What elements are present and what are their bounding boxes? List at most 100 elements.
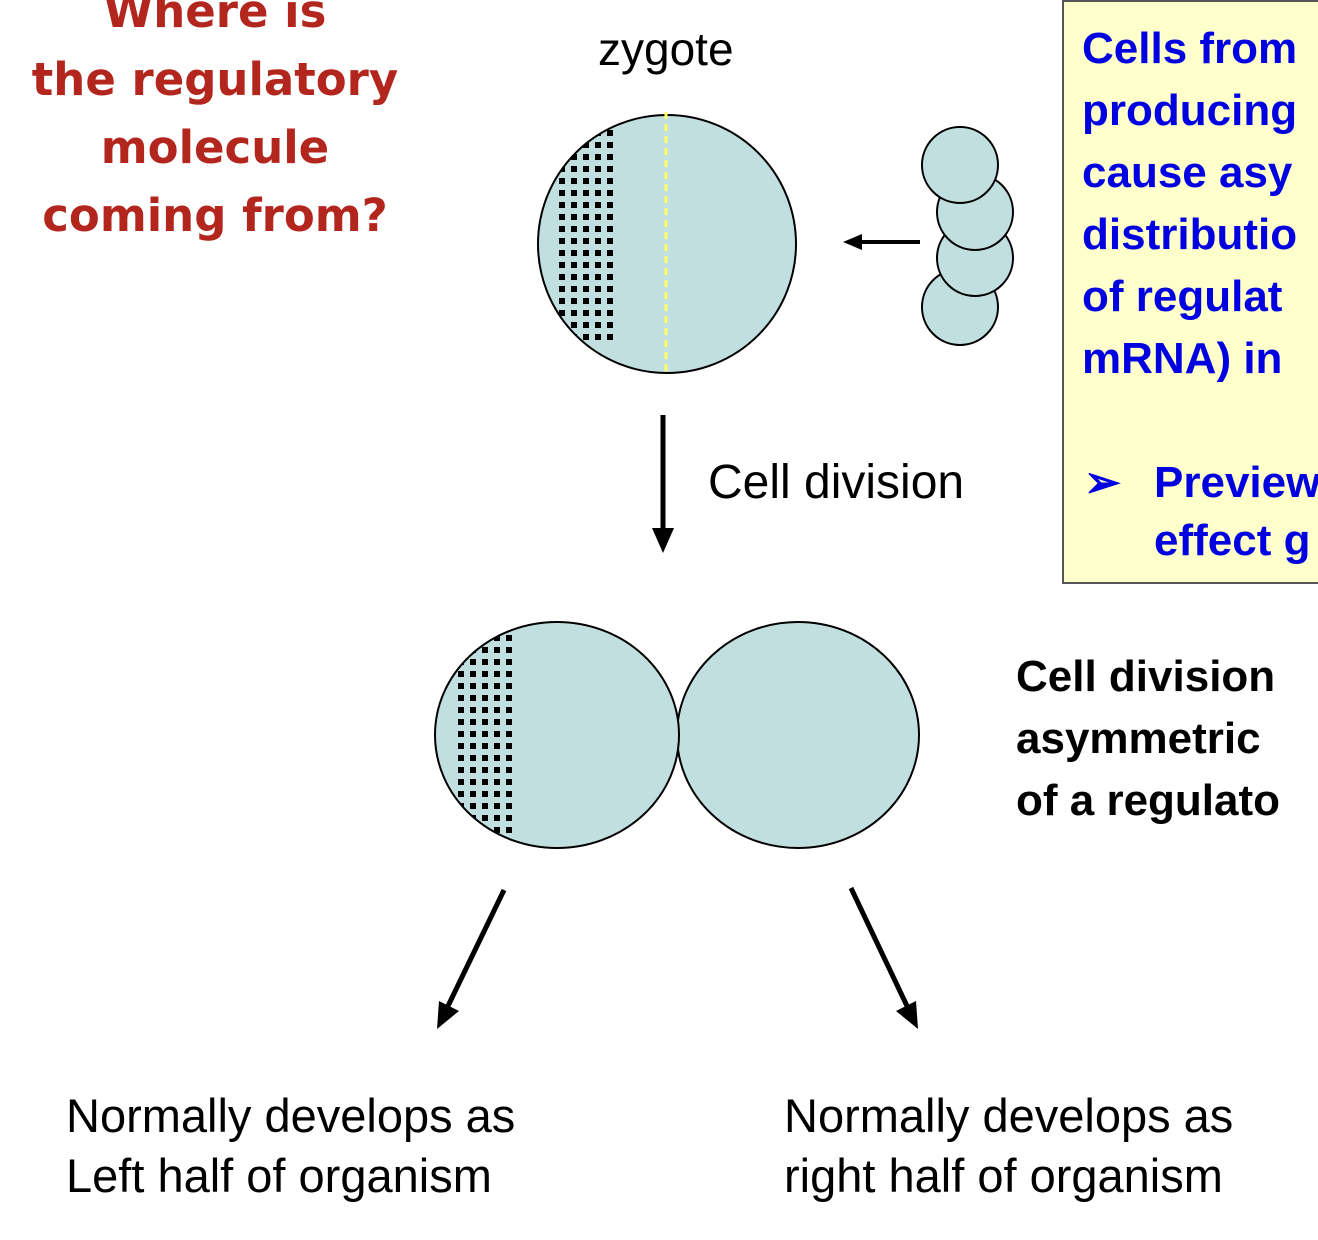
info-line-2: producing <box>1082 86 1298 135</box>
molecule-dot <box>571 154 577 160</box>
molecule-dot <box>583 238 589 244</box>
molecule-dot <box>607 142 613 148</box>
molecule-dot <box>607 238 613 244</box>
molecule-dot <box>506 707 512 713</box>
molecule-dot <box>506 635 512 641</box>
molecule-dot <box>595 202 601 208</box>
molecule-dot <box>494 647 500 653</box>
molecule-dot <box>571 250 577 256</box>
molecule-dot <box>559 226 565 232</box>
molecule-dot <box>583 178 589 184</box>
molecule-dot <box>583 142 589 148</box>
molecule-dot <box>595 262 601 268</box>
molecule-dot <box>458 791 464 797</box>
info-line-4: distributio <box>1082 210 1298 259</box>
molecule-dot <box>559 298 565 304</box>
molecule-dot <box>458 707 464 713</box>
molecule-dot <box>470 827 476 833</box>
molecule-dot <box>571 334 577 340</box>
molecule-dot <box>506 719 512 725</box>
maternal-cells-cluster <box>921 126 1014 346</box>
bullet-line-2: effect g <box>1154 516 1311 565</box>
bullet-line-1: Preview <box>1154 458 1318 507</box>
molecule-dot <box>607 190 613 196</box>
molecule-dot <box>559 334 565 340</box>
molecule-dot <box>559 238 565 244</box>
molecule-dot <box>571 298 577 304</box>
molecule-dot <box>506 815 512 821</box>
question-line-2: the regulatory <box>31 53 399 106</box>
right-outcome-arrow <box>848 886 918 1029</box>
molecule-dot <box>607 334 613 340</box>
molecule-dot <box>595 154 601 160</box>
molecule-dot <box>571 226 577 232</box>
molecule-dot <box>482 791 488 797</box>
question-line-3: molecule <box>100 121 330 174</box>
molecule-dot <box>607 214 613 220</box>
molecule-dot <box>494 755 500 761</box>
molecule-dot <box>494 707 500 713</box>
molecule-dot <box>583 250 589 256</box>
molecule-dot <box>494 731 500 737</box>
molecule-dot <box>571 130 577 136</box>
molecule-dot <box>559 310 565 316</box>
molecule-dot <box>583 334 589 340</box>
molecule-dot <box>506 683 512 689</box>
cell-division-arrow <box>652 415 674 553</box>
note-line-1: Cell division <box>1016 652 1276 701</box>
molecule-dot <box>506 671 512 677</box>
molecule-dot <box>506 767 512 773</box>
molecule-dot <box>470 683 476 689</box>
molecule-dot <box>482 731 488 737</box>
signal-arrow <box>843 234 920 250</box>
molecule-dot <box>595 142 601 148</box>
question-line-1: Where is <box>103 0 327 38</box>
molecule-dot <box>607 154 613 160</box>
molecule-dot <box>559 214 565 220</box>
molecule-dot <box>559 202 565 208</box>
molecule-dot <box>595 310 601 316</box>
molecule-dot <box>595 250 601 256</box>
right-daughter-cell <box>676 621 920 849</box>
molecule-dot <box>458 767 464 773</box>
molecule-dot <box>583 130 589 136</box>
cell-division-label: Cell division <box>708 456 965 509</box>
molecule-dot <box>470 743 476 749</box>
molecule-dot <box>482 767 488 773</box>
info-line-6: mRNA) in <box>1082 334 1283 383</box>
molecule-dot <box>494 635 500 641</box>
note-line-3: of a regulato <box>1016 776 1281 825</box>
molecule-dot <box>470 803 476 809</box>
molecule-dot <box>607 298 613 304</box>
molecule-dot <box>595 238 601 244</box>
molecule-dot <box>458 719 464 725</box>
molecule-dot <box>470 695 476 701</box>
molecule-dot <box>506 791 512 797</box>
zygote-label: zygote <box>598 23 734 75</box>
molecule-dot <box>559 274 565 280</box>
molecule-dot <box>595 274 601 280</box>
molecule-dot <box>458 815 464 821</box>
molecule-dot <box>470 791 476 797</box>
molecule-dot <box>595 166 601 172</box>
left-outcome-line-1: Normally develops as <box>66 1089 516 1142</box>
molecule-dot <box>470 635 476 641</box>
arrow-bullet-icon: ➢ <box>1084 458 1121 507</box>
molecule-dot <box>470 707 476 713</box>
question-line-4: coming from? <box>42 189 388 242</box>
molecule-dot <box>607 286 613 292</box>
molecule-dot <box>482 695 488 701</box>
molecule-dot <box>506 695 512 701</box>
molecule-dot <box>458 839 464 845</box>
molecule-dot <box>494 743 500 749</box>
molecule-dot <box>482 719 488 725</box>
molecule-dot <box>571 190 577 196</box>
molecule-dot <box>595 178 601 184</box>
molecule-dot <box>482 755 488 761</box>
molecule-dot <box>583 262 589 268</box>
molecule-dot <box>571 166 577 172</box>
molecule-dot <box>583 322 589 328</box>
asymmetric-division-note: Cell division asymmetric of a regulato <box>1016 646 1280 832</box>
molecule-dot <box>559 250 565 256</box>
molecule-dot <box>494 695 500 701</box>
